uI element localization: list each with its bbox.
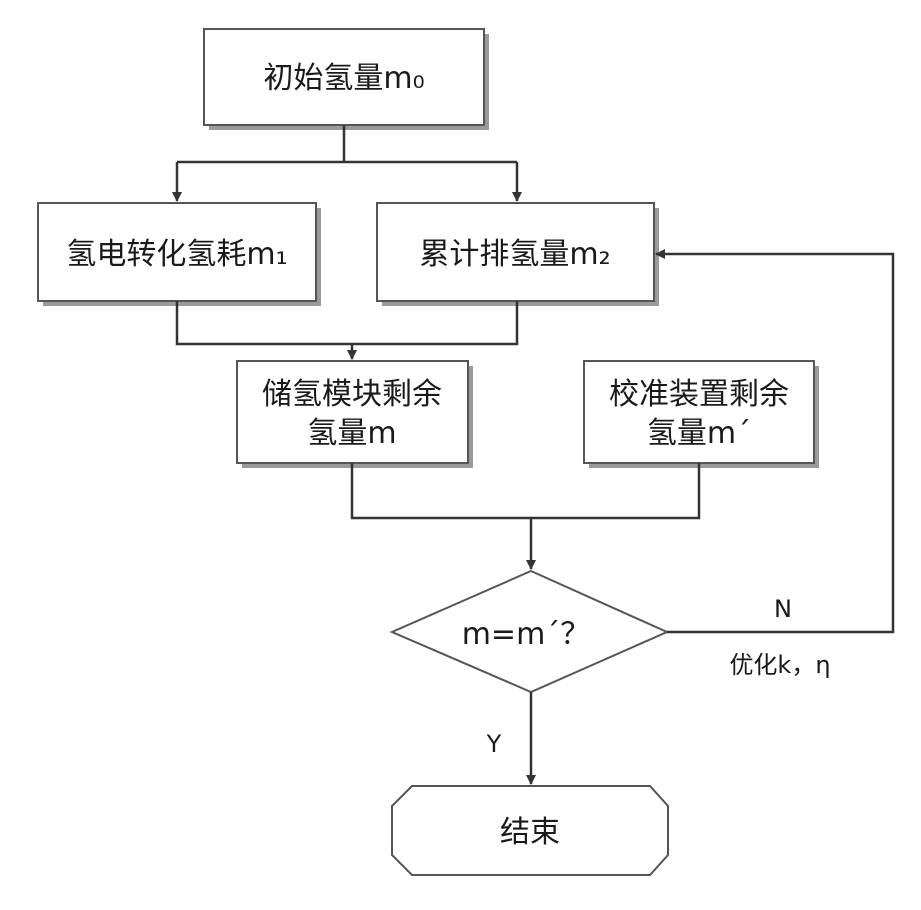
connector-merge-top [177, 301, 517, 344]
optimize-label: 优化k，η [729, 651, 830, 679]
consumption-node: 氢电转化氢耗m₁ [38, 203, 321, 306]
connector-merge-bottom [352, 463, 699, 518]
calibration-node: 校准装置剩余 氢量m´ [584, 361, 819, 468]
decision-label: m=m´？ [462, 617, 591, 652]
storage-label-line1: 储氢模块剩余 [262, 377, 442, 412]
end-label: 结束 [500, 815, 560, 850]
storage-node: 储氢模块剩余 氢量m [237, 361, 473, 468]
yes-label: Y [486, 730, 502, 758]
initial-hydrogen-node: 初始氢量m₀ [204, 29, 489, 130]
consumption-label: 氢电转化氢耗m₁ [66, 237, 287, 272]
end-node: 结束 [392, 786, 668, 875]
decision-node: m=m´？ [392, 571, 667, 692]
exhaust-node: 累计排氢量m₂ [377, 203, 659, 306]
exhaust-label: 累计排氢量m₂ [419, 237, 610, 272]
no-label: N [774, 595, 792, 623]
calibration-label-line1: 校准装置剩余 [609, 377, 789, 412]
calibration-label-line2: 氢量m´ [647, 416, 751, 451]
storage-label-line2: 氢量m [307, 416, 396, 451]
initial-hydrogen-label: 初始氢量m₀ [263, 61, 424, 96]
